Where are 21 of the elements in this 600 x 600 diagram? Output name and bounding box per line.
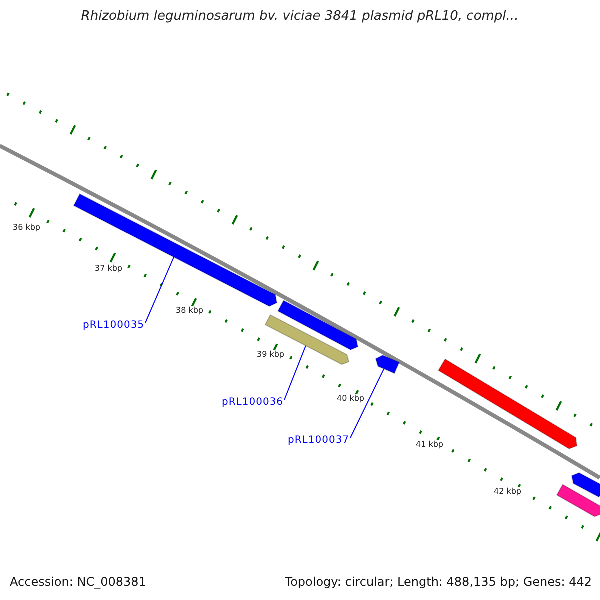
scale-label: 40 kbp [336, 394, 366, 403]
title: Rhizobium leguminosarum bv. viciae 3841 plasmid pRL10, compl... [80, 9, 520, 24]
leader-line [284, 345, 306, 400]
gene-bar [375, 354, 400, 374]
gene-label: pRL100037 [288, 435, 350, 446]
gene-label: pRL100035 [83, 320, 145, 331]
scale-label: 39 kbp [256, 350, 286, 359]
gene-bar [571, 472, 600, 498]
scale-label: 37 kbp [94, 264, 124, 273]
footer-text: Topology: circular; Length: 488,135 bp; Genes: 442 [285, 575, 592, 589]
scale-label: 41 kbp [415, 440, 445, 449]
scale-label: 42 kbp [493, 487, 523, 496]
gene-label: pRL100036 [222, 397, 284, 408]
leader-line [350, 368, 385, 438]
footer-text: Accession: NC_008381 [10, 575, 146, 589]
scale-label: 38 kbp [175, 306, 205, 315]
gene-bar [73, 194, 278, 308]
scale-label: 36 kbp [12, 223, 42, 232]
leader-line [145, 256, 175, 324]
gene-bar [278, 300, 359, 350]
gene-bar [556, 484, 600, 518]
